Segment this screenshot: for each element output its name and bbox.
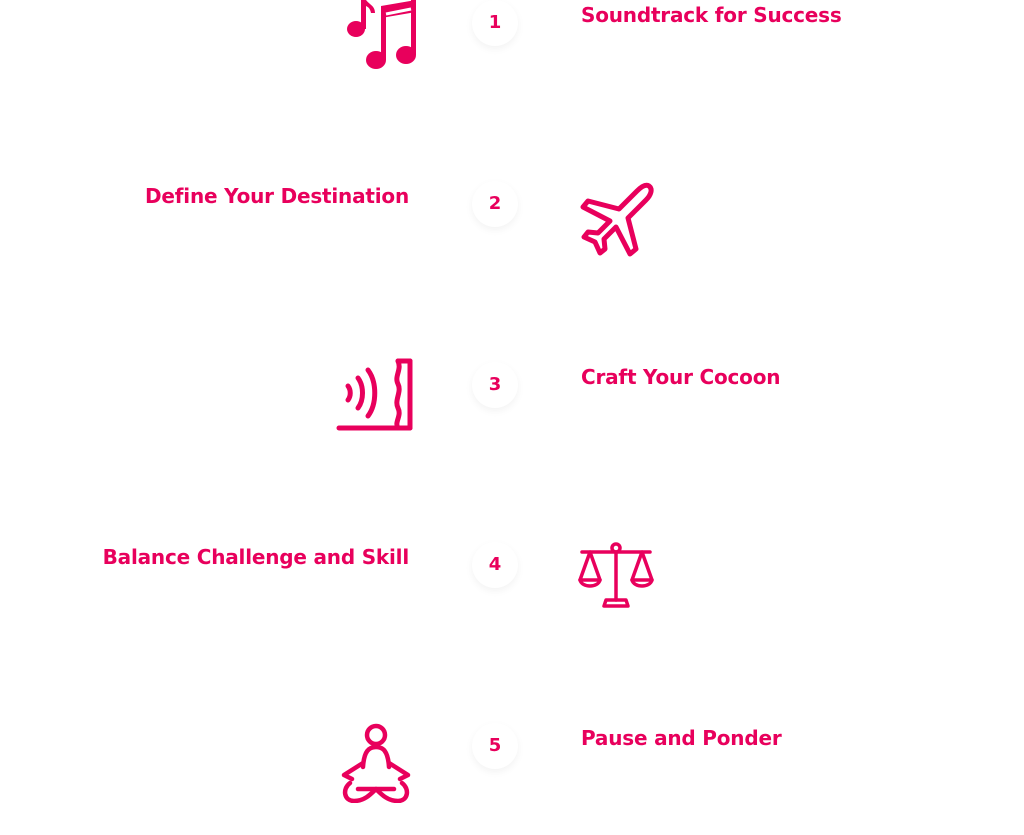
step-title: Soundtrack for Success (581, 3, 842, 27)
soundproof-wall-icon (336, 358, 416, 438)
step-3: 3 Craft Your Cocoon (0, 358, 1024, 462)
step-number: 5 (472, 723, 518, 769)
step-title: Craft Your Cocoon (581, 365, 781, 389)
step-number: 3 (472, 362, 518, 408)
step-number: 2 (472, 181, 518, 227)
step-title: Pause and Ponder (581, 726, 782, 750)
meditation-icon (336, 723, 416, 803)
step-title: Balance Challenge and Skill (102, 545, 410, 569)
step-1: 1 Soundtrack for Success (0, 0, 1024, 100)
step-5: 5 Pause and Ponder (0, 723, 1024, 823)
balance-scale-icon (576, 542, 656, 622)
step-4: Balance Challenge and Skill 4 (0, 542, 1024, 642)
music-notes-icon (336, 0, 416, 76)
airplane-icon (576, 181, 656, 261)
step-title: Define Your Destination (145, 184, 409, 208)
step-number: 1 (472, 0, 518, 46)
step-number: 4 (472, 542, 518, 588)
step-2: Define Your Destination 2 (0, 181, 1024, 281)
